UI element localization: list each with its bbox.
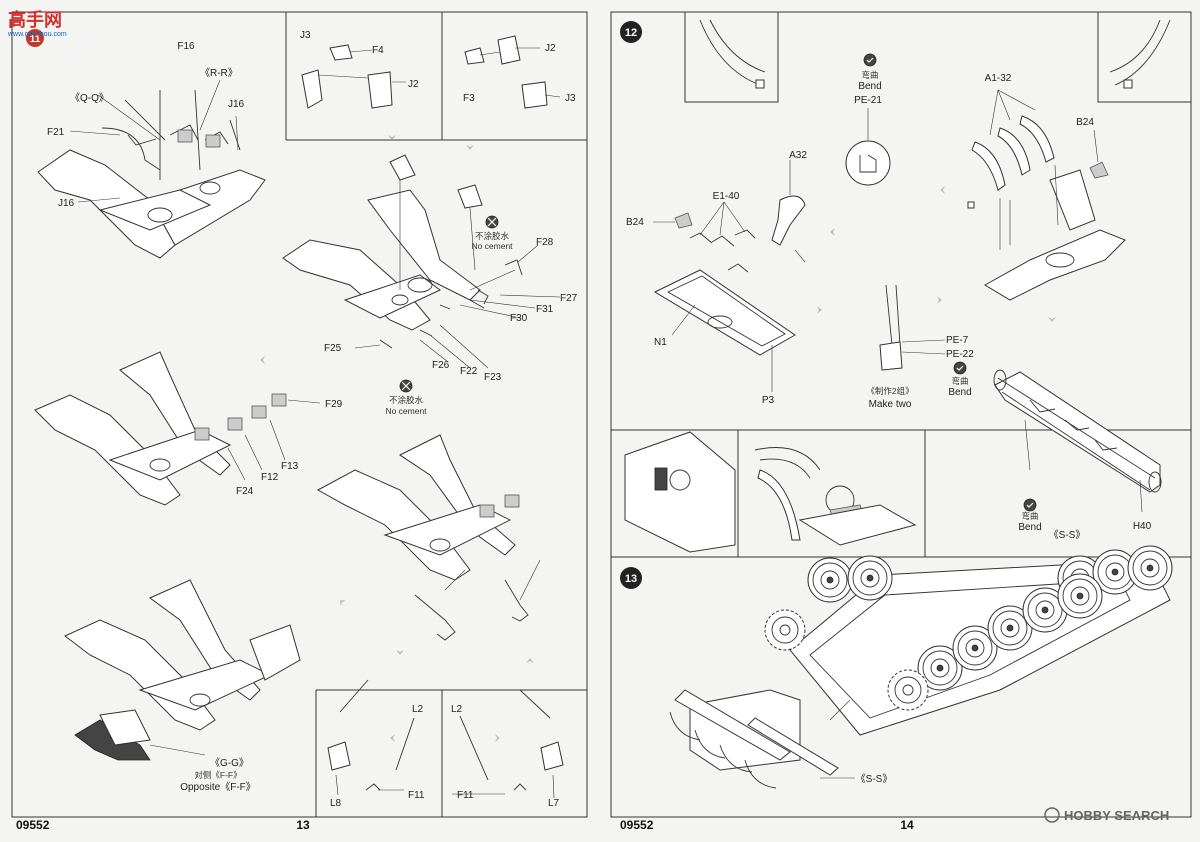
label-p3: P3 [762, 395, 775, 406]
svg-text:高手网: 高手网 [8, 9, 62, 30]
label-l8: L8 [330, 798, 342, 809]
label-n1: N1 [654, 337, 667, 348]
bend-cn-3: 弯曲 [1021, 511, 1038, 521]
bend-cn-2: 弯曲 [951, 376, 968, 386]
label-pe22: PE-22 [946, 349, 974, 360]
svg-text:HOBBY SEARCH: HOBBY SEARCH [1064, 808, 1169, 823]
page-number-13: 13 [296, 818, 310, 832]
pe-parts [879, 284, 946, 371]
kit-code-left: 09552 [16, 818, 50, 832]
assembly-chassis-wheels [669, 545, 1173, 789]
left-page-frame [11, 11, 588, 818]
label-f26: F26 [432, 360, 450, 371]
assembly-hull-floor [653, 160, 806, 392]
label-j2-b: J2 [545, 43, 556, 54]
label-b24-b: B24 [626, 217, 644, 228]
label-gg: 《G-G》 [210, 757, 249, 769]
label-ss-b: 《S-S》 [856, 773, 893, 785]
step-number-11: 11 [30, 34, 41, 45]
label-f4: F4 [372, 45, 384, 56]
label-l2-b: L2 [451, 704, 463, 715]
label-f27: F27 [560, 293, 578, 304]
svg-text:12: 12 [625, 27, 637, 39]
label-f21: F21 [47, 127, 65, 138]
label-j16-left: J16 [58, 198, 75, 209]
assembly-middle-left [34, 351, 321, 506]
bend-icon-3 [1023, 498, 1037, 512]
label-pe21: PE-21 [854, 95, 882, 106]
right-page-frame [610, 11, 1192, 818]
bend-en-2: Bend [948, 387, 971, 398]
detail-inset-1 [624, 431, 736, 553]
label-l2-a: L2 [412, 704, 424, 715]
label-f13: F13 [281, 461, 299, 472]
no-cement-icon-2 [399, 379, 413, 393]
label-f16: F16 [177, 41, 195, 52]
label-h40: H40 [1133, 521, 1152, 532]
label-f30: F30 [510, 313, 528, 324]
site-logo: 11 高手网 www.gaoshou.com [7, 9, 67, 47]
label-f24: F24 [236, 486, 254, 497]
label-f31: F31 [536, 304, 554, 315]
panel-j-parts [301, 35, 561, 109]
label-f28: F28 [536, 237, 554, 248]
label-f25: F25 [324, 343, 342, 354]
label-j16-top: J16 [228, 99, 245, 110]
no-cement-cn-1: 不涂胶水 [475, 231, 510, 241]
panel-l-parts [327, 679, 564, 799]
label-ss-a: 《S-S》 [1049, 529, 1086, 541]
label-f22: F22 [460, 366, 478, 377]
page-number-14: 14 [900, 818, 914, 832]
bend-icon-2 [953, 361, 967, 375]
label-qq: 《Q-Q》 [70, 92, 109, 104]
svg-text:13: 13 [625, 573, 637, 585]
bend-en-1: Bend [858, 81, 881, 92]
bend-cn-1: 弯曲 [861, 70, 878, 80]
no-cement-cn-2: 不涂胶水 [389, 395, 424, 405]
hobby-search-logo: HOBBY SEARCH [1044, 807, 1169, 823]
no-cement-icon [485, 215, 499, 229]
make-two-en: Make two [869, 399, 912, 410]
bend-en-3: Bend [1018, 522, 1041, 533]
label-e1-40: E1-40 [713, 191, 740, 202]
opposite-cn: 对侧《F-F》 [194, 770, 241, 780]
detail-inset-2 [754, 447, 917, 546]
pe21-detail [845, 140, 891, 186]
assembly-bottom-left [64, 579, 301, 761]
opposite-en: Opposite《F-F》 [180, 781, 256, 793]
label-f29: F29 [325, 399, 343, 410]
label-f12: F12 [261, 472, 279, 483]
label-f11-b: F11 [457, 790, 474, 801]
label-j2-a: J2 [408, 79, 419, 90]
label-a32: A32 [789, 150, 807, 161]
label-pe7: PE-7 [946, 335, 969, 346]
no-cement-en-1: No cement [471, 241, 513, 251]
step-13-badge: 13 [620, 567, 642, 589]
label-rr: 《R-R》 [200, 67, 238, 79]
label-a1-32: A1-32 [985, 73, 1012, 84]
make-two-cn: 《制作2组》 [866, 386, 913, 396]
bend-icon [863, 53, 877, 67]
label-l7: L7 [548, 798, 560, 809]
assembly-axle [993, 369, 1162, 513]
svg-text:www.gaoshou.com: www.gaoshou.com [7, 31, 67, 38]
label-j3-a: J3 [300, 30, 311, 41]
label-f3: F3 [463, 93, 475, 104]
assembly-middle-right [316, 434, 541, 641]
label-f11-a: F11 [408, 790, 425, 801]
label-b24-a: B24 [1076, 117, 1094, 128]
label-j3-b: J3 [565, 93, 576, 104]
label-f23: F23 [484, 372, 502, 383]
step-12-badge: 12 [620, 21, 642, 43]
assembly-track-links [967, 89, 1126, 301]
assembly-top-right [282, 154, 561, 369]
kit-code-right: 09552 [620, 818, 654, 832]
assembly-top-left [37, 79, 266, 259]
no-cement-en-2: No cement [385, 406, 427, 416]
